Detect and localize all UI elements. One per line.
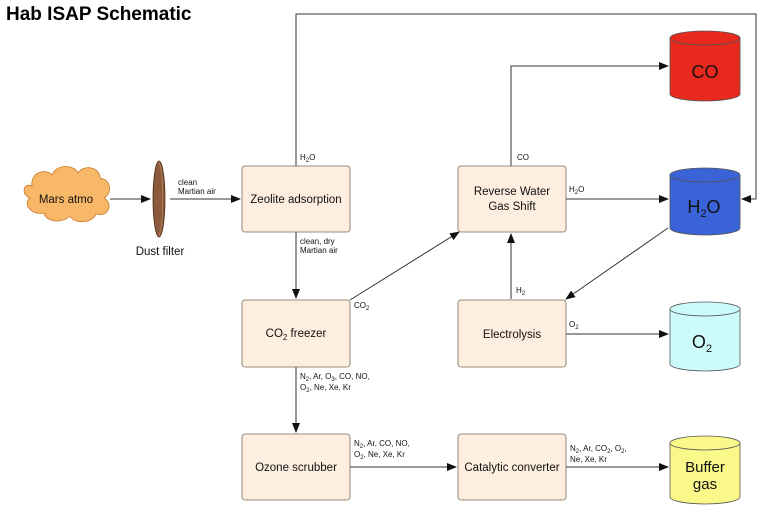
buffer-tank-label-line2: gas [693, 476, 717, 493]
co2-freezer-box: CO2 freezer [241, 299, 351, 368]
edge-labels: clean Martian air clean, dry Martian air… [178, 153, 627, 464]
edge-label-clean-line1: clean [178, 178, 197, 187]
edge-label-cleandry-line1: clean, dry [300, 237, 335, 246]
edge-label-zeolite-h2o: H2O [300, 153, 315, 164]
edge-label-elec-h2: H2 [516, 286, 526, 297]
rwgs-box: Reverse Water Gas Shift [457, 165, 567, 233]
dust-filter-label: Dust filter [136, 246, 185, 258]
o2-tank-label: O2 [692, 332, 712, 355]
rwgs-label-line2: Gas Shift [488, 201, 536, 213]
catalytic-converter-box: Catalytic converter [457, 433, 567, 501]
electrolysis-label: Electrolysis [483, 329, 541, 341]
connectors [110, 13, 757, 471]
edge-h2o-electrolysis [565, 227, 669, 300]
dust-filter: Dust filter [136, 160, 185, 258]
rwgs-label-line1: Reverse Water [474, 186, 550, 198]
zeolite-label: Zeolite adsorption [250, 194, 341, 206]
edge-label-freezer-out-line1: N2, Ar, O3, CO, NO, [300, 372, 370, 383]
ozone-scrubber-box: Ozone scrubber [241, 433, 351, 501]
edge-freezer-rwgs [349, 231, 460, 301]
edge-label-scrubber-out-line1: N2, Ar, CO, NO, [354, 439, 410, 450]
edge-rwgs-co [510, 62, 669, 166]
edge-label-rwgs-h2o: H2O [569, 185, 584, 196]
o2-tank: O2 [669, 301, 741, 372]
edge-label-freezer-out-line2: O2, Ne, Xe, Kr [300, 383, 351, 394]
zeolite-adsorption-box: Zeolite adsorption [241, 165, 351, 233]
edge-label-catalytic-out-line2: Ne, Xe, Kr [570, 455, 607, 464]
edge-label-scrubber-out-line2: O2, Ne, Xe, Kr [354, 450, 405, 461]
edge-label-rwgs-co: CO [517, 153, 529, 162]
co2-freezer-label: CO2 freezer [266, 328, 327, 342]
h2o-tank: H2O [669, 167, 741, 236]
edge-label-catalytic-out-line1: N2, Ar, CO2, O2, [570, 444, 627, 455]
buffer-tank-label-line1: Buffer [685, 459, 725, 476]
ozone-scrubber-label: Ozone scrubber [255, 462, 337, 474]
buffer-gas-tank: Buffer gas [669, 435, 741, 505]
mars-atmo-label: Mars atmo [39, 194, 93, 206]
edge-label-clean-line2: Martian air [178, 187, 216, 196]
page-title: Hab ISAP Schematic [6, 4, 192, 25]
edge-label-freezer-co2: CO2 [354, 301, 370, 312]
edge-label-elec-o2: O2 [569, 320, 579, 331]
catalytic-label: Catalytic converter [464, 462, 559, 474]
h2o-tank-label: H2O [687, 197, 720, 220]
co-tank: CO [669, 30, 741, 102]
co-tank-label: CO [692, 62, 719, 82]
edge-zeolite-h2o-loop [295, 13, 757, 203]
mars-atmo-cloud: Mars atmo [23, 166, 110, 223]
edge-label-cleandry-line2: Martian air [300, 246, 338, 255]
electrolysis-box: Electrolysis [457, 299, 567, 368]
